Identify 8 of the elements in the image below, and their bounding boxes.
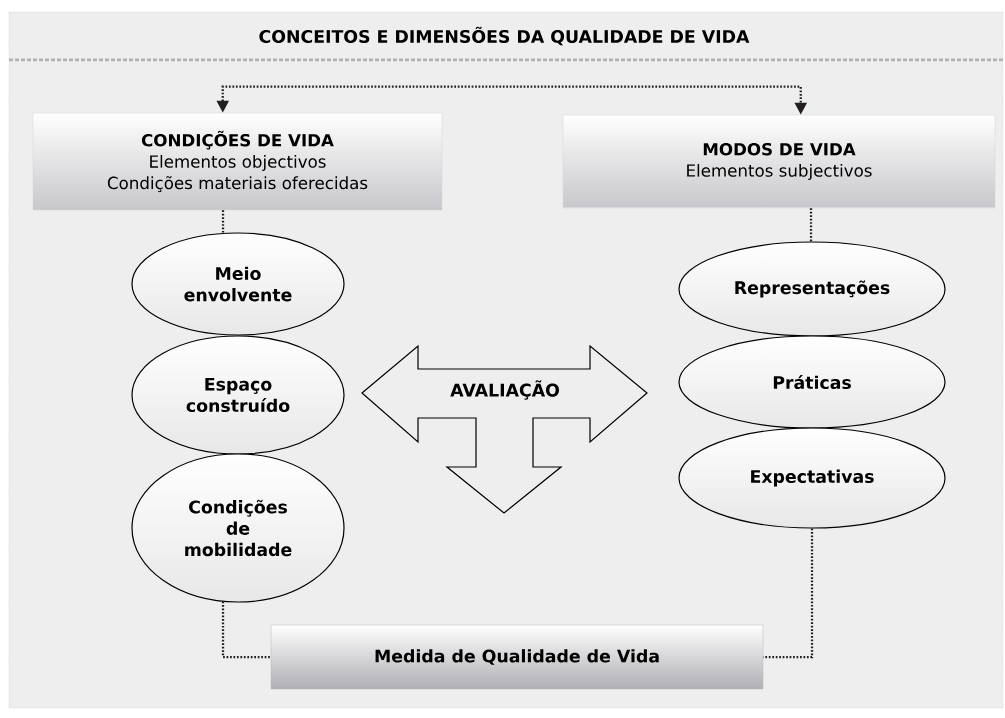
- text-box: CONDIÇÕES DE VIDA Elementos objectivos Condições materiais oferecidas: [32, 112, 443, 211]
- result-box: Medida de Qualidade de Vida: [270, 624, 764, 690]
- connector: [809, 208, 813, 242]
- heading: CONCEITOS E DIMENSÕES DA QUALIDADE DE VIDA: [259, 26, 750, 46]
- connector: [221, 601, 271, 659]
- text-box: MODOS DE VIDA Elementos subjectivos: [562, 114, 996, 209]
- connector: [763, 528, 814, 659]
- connector: [221, 210, 225, 233]
